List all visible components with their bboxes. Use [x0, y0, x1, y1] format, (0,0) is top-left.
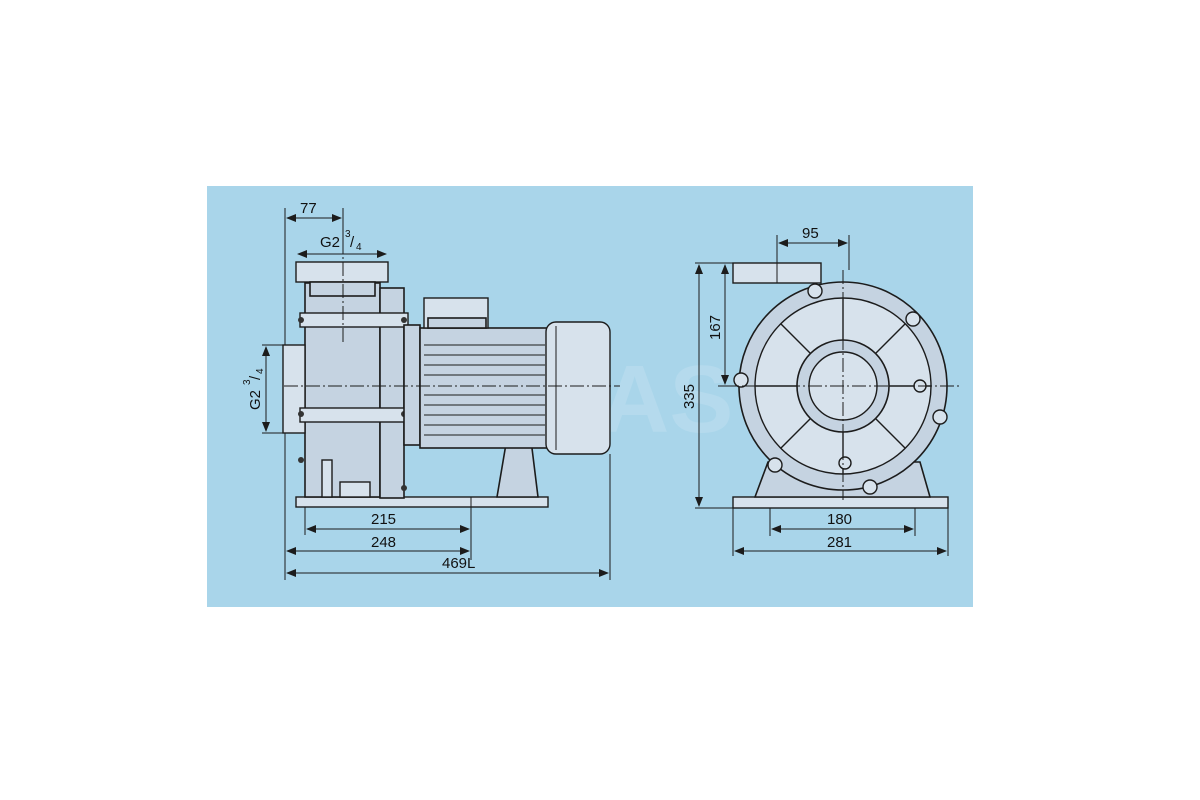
svg-text:4: 4: [255, 368, 266, 374]
motor-cooling-fins: [424, 344, 545, 436]
svg-text:3: 3: [345, 229, 351, 240]
svg-text:/: /: [350, 234, 355, 251]
svg-text:3: 3: [242, 379, 253, 385]
front-view-dimensions: 95 167 335 180 281: [681, 225, 949, 556]
top-flange: [295, 261, 389, 283]
side-view-dimensions: 77 G2 3 / 4 G2 3 / 4 215 248 46: [242, 200, 611, 580]
dim-95-label: 95: [802, 225, 819, 242]
side-base-plate: [295, 496, 549, 508]
dim-inlet-top-label: G2 3 / 4: [320, 229, 362, 253]
dim-77-label: 77: [300, 200, 317, 217]
bolt: [298, 457, 304, 463]
drain-fitting: [321, 459, 333, 498]
bolt: [298, 317, 304, 323]
tie-bar-top: [299, 312, 409, 328]
dim-281-label: 281: [827, 534, 852, 551]
motor-fan-cover: [545, 321, 611, 455]
pump-front-view: [720, 262, 962, 509]
front-bolt-lugs: [733, 283, 948, 495]
dim-167-label: 167: [707, 315, 724, 340]
bolt: [401, 317, 407, 323]
terminal-box-cap: [427, 317, 487, 329]
watermark: AS: [600, 346, 733, 453]
drain-plug: [339, 481, 371, 498]
dim-180-label: 180: [827, 511, 852, 528]
tie-bar-bottom: [299, 407, 409, 423]
motor-body: [419, 327, 549, 449]
front-base-plate: [732, 496, 949, 509]
dim-469-label: 469L: [442, 555, 475, 572]
dim-215-label: 215: [371, 511, 396, 528]
svg-text:4: 4: [356, 242, 362, 253]
bolt: [298, 411, 304, 417]
motor-front-ring: [403, 324, 421, 446]
svg-text:G2: G2: [320, 234, 340, 251]
dim-248-label: 248: [371, 534, 396, 551]
svg-text:G2: G2: [247, 390, 264, 410]
dim-inlet-side-label: G2 3 / 4: [242, 368, 266, 410]
pump-side-view: [282, 218, 620, 508]
dim-335-label: 335: [681, 384, 698, 409]
svg-text:/: /: [247, 375, 264, 380]
bolt: [401, 485, 407, 491]
